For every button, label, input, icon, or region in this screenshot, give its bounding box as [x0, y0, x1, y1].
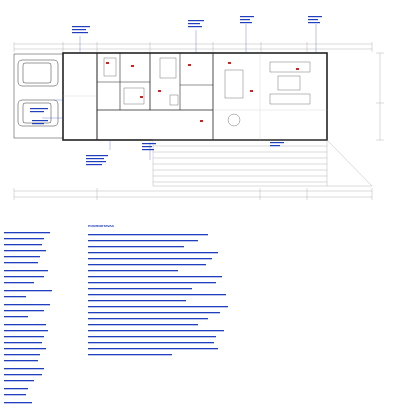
annotation-leaders	[42, 24, 317, 160]
annotation-blocks	[30, 16, 322, 166]
building-outline	[62, 52, 328, 141]
carport	[13, 53, 64, 139]
red-markers	[106, 62, 299, 122]
note-lines-right	[88, 234, 228, 356]
note-lines-left	[4, 232, 52, 404]
notes-heading: HUOMIOITAVAA	[88, 224, 114, 228]
top-dimension-lines	[13, 42, 373, 52]
notes-column-right: HUOMIOITAVAA	[88, 224, 114, 231]
furniture	[103, 57, 311, 127]
terrace	[152, 139, 373, 187]
right-dimension-lines	[376, 52, 384, 141]
interior-grid	[63, 53, 327, 140]
bottom-dimension-lines	[13, 188, 373, 200]
